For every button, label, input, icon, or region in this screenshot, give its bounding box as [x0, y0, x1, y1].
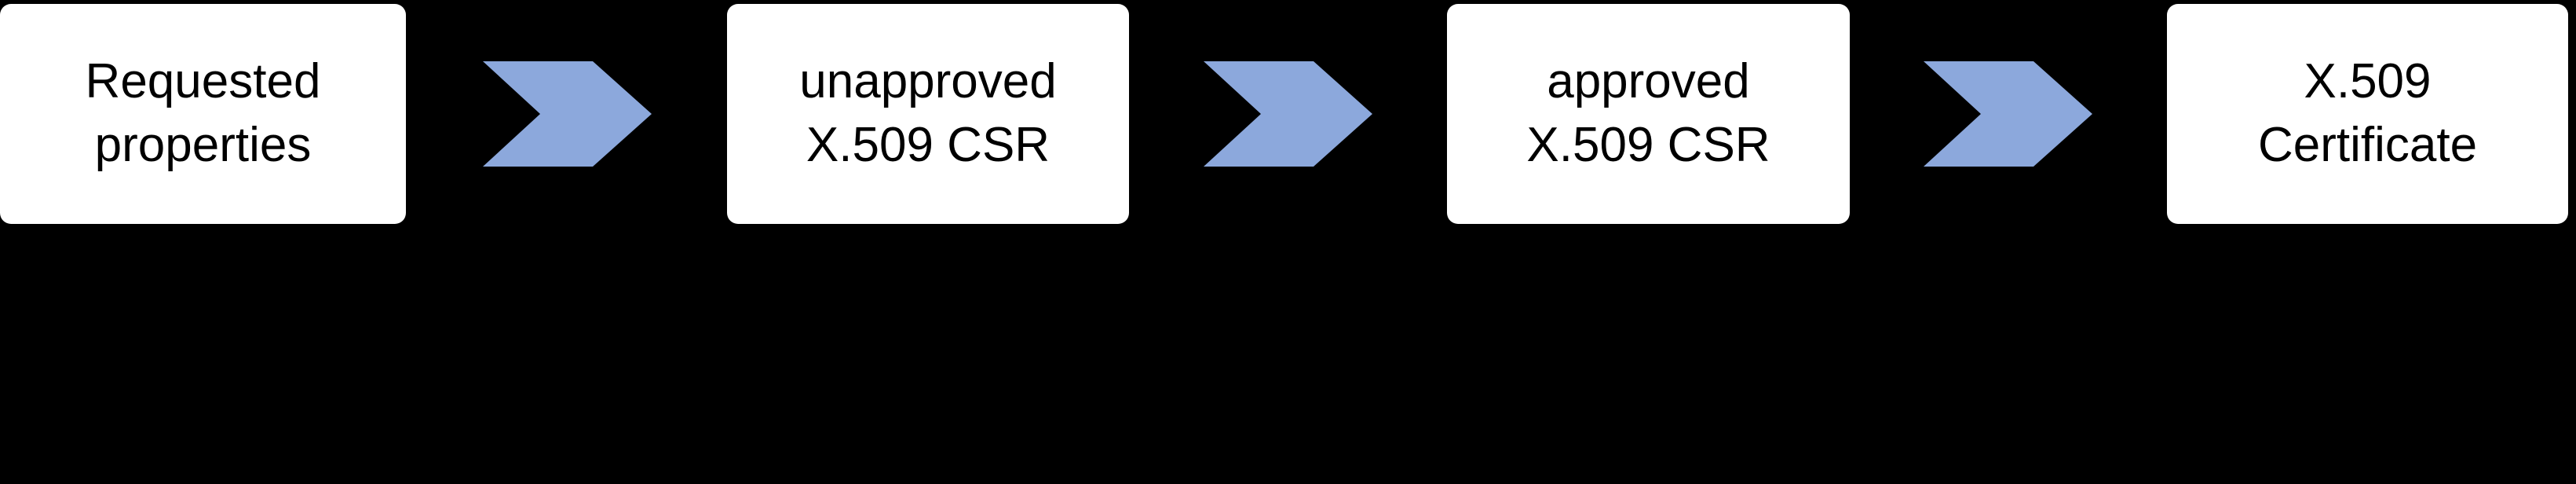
chevron-right-icon [1204, 61, 1372, 167]
chevron-right-icon [1924, 61, 2092, 167]
flow-node-requested-properties[interactable]: Requested properties [0, 4, 406, 224]
chevron-right-icon [483, 61, 652, 167]
flow-node-label-line2: properties [94, 118, 312, 172]
flow-node-approved-csr[interactable]: approved X.509 CSR [1447, 4, 1850, 224]
flow-node-label-line2: Certificate [2257, 118, 2478, 172]
flow-node-label-line1: Requested [85, 54, 321, 109]
flow-node-label-line2: X.509 CSR [1526, 118, 1770, 172]
flow-node-label-line1: X.509 [2304, 54, 2432, 109]
flow-node-label-line1: approved [1547, 54, 1750, 109]
flow-node-unapproved-csr[interactable]: unapproved X.509 CSR [727, 4, 1129, 224]
flow-node-label-line1: unapproved [799, 54, 1057, 109]
flow-node-x509-certificate[interactable]: X.509 Certificate [2167, 4, 2568, 224]
flow-node-label-line2: X.509 CSR [806, 118, 1050, 172]
